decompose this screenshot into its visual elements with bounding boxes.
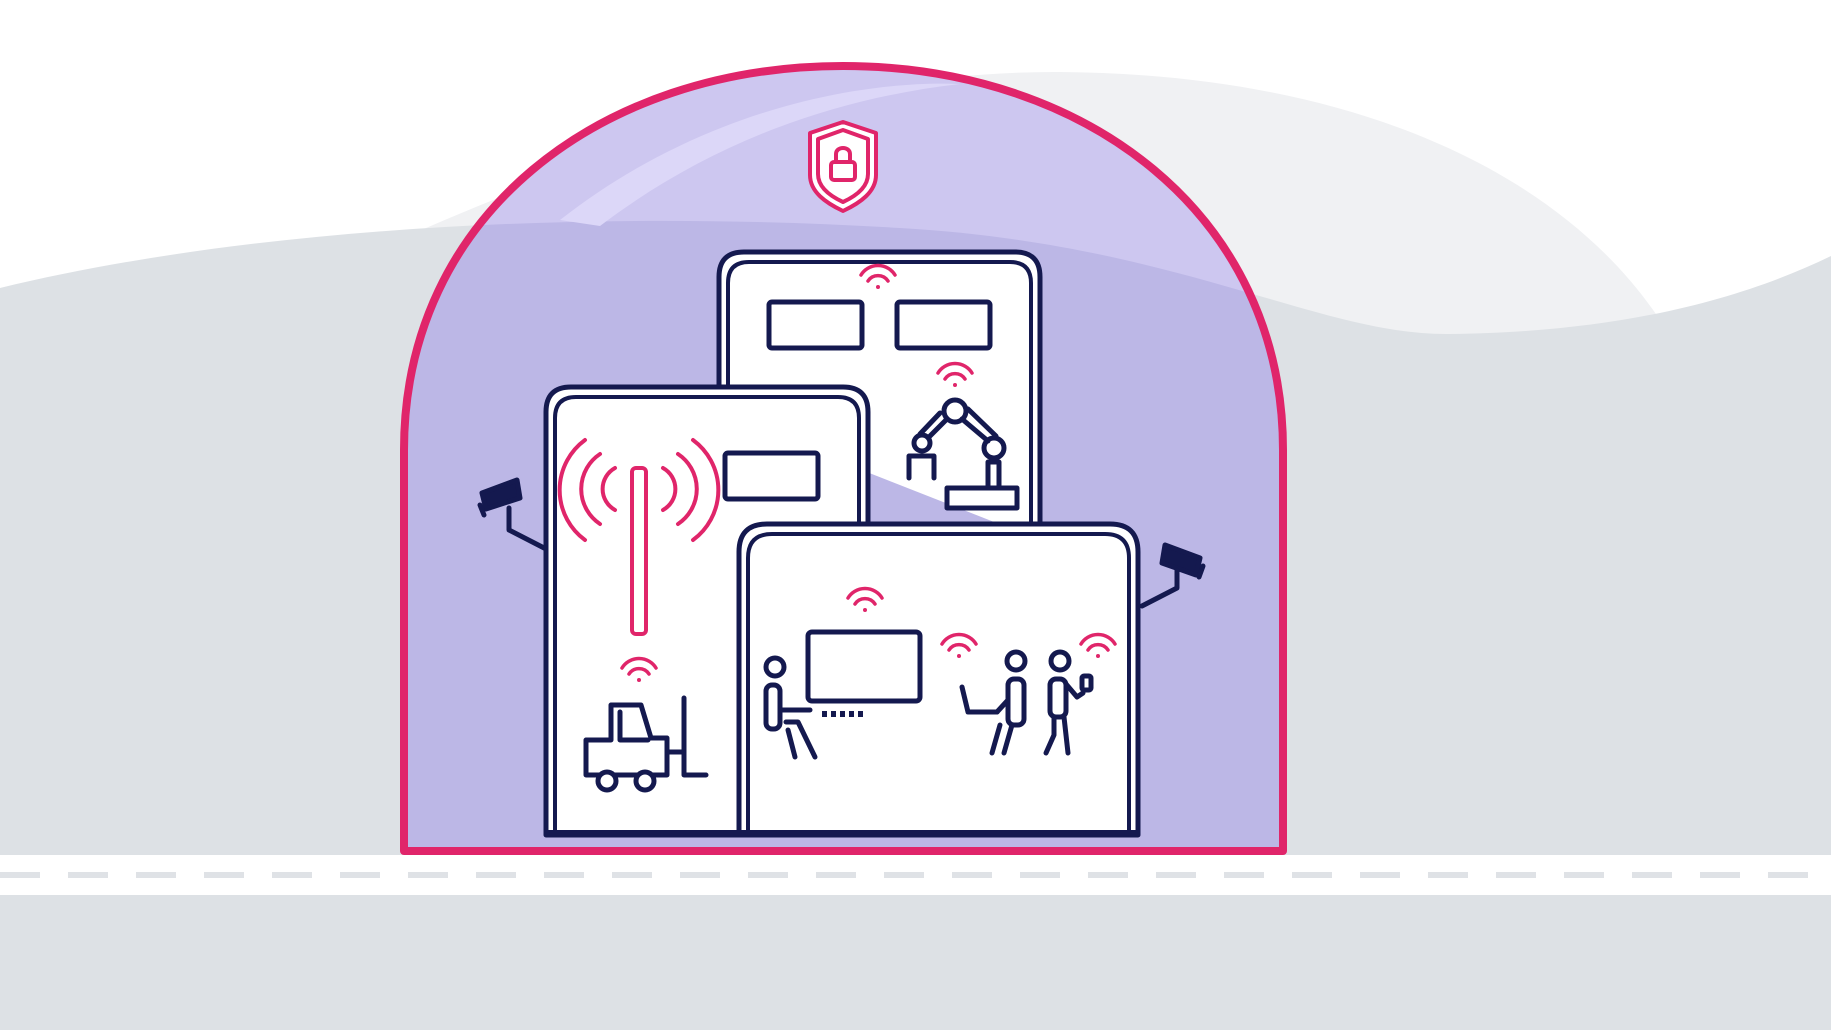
security-camera-right-icon [1139,542,1206,609]
robotic-arm-icon [906,397,1020,511]
wifi-signal-icon [1079,632,1117,658]
wifi-signal-icon [846,586,884,612]
security-camera-left-icon [477,477,551,553]
shield-lock-icon [808,120,878,213]
window [766,299,865,351]
dome-shine [560,83,960,226]
building-back [716,249,1043,540]
cell-tower-icon [557,438,721,636]
person-icon [1043,649,1094,756]
dome-border [400,62,1287,855]
window [722,450,821,502]
forklift-icon [583,695,709,793]
wifi-signal-icon [936,361,974,387]
monitor-icon [805,629,923,717]
person-icon [959,649,1028,756]
building-front [736,521,1141,838]
person-icon [763,655,818,760]
wifi-signal-icon [859,263,897,289]
wifi-signal-icon [620,656,658,682]
wifi-signal-icon [940,632,978,658]
window [894,299,993,351]
